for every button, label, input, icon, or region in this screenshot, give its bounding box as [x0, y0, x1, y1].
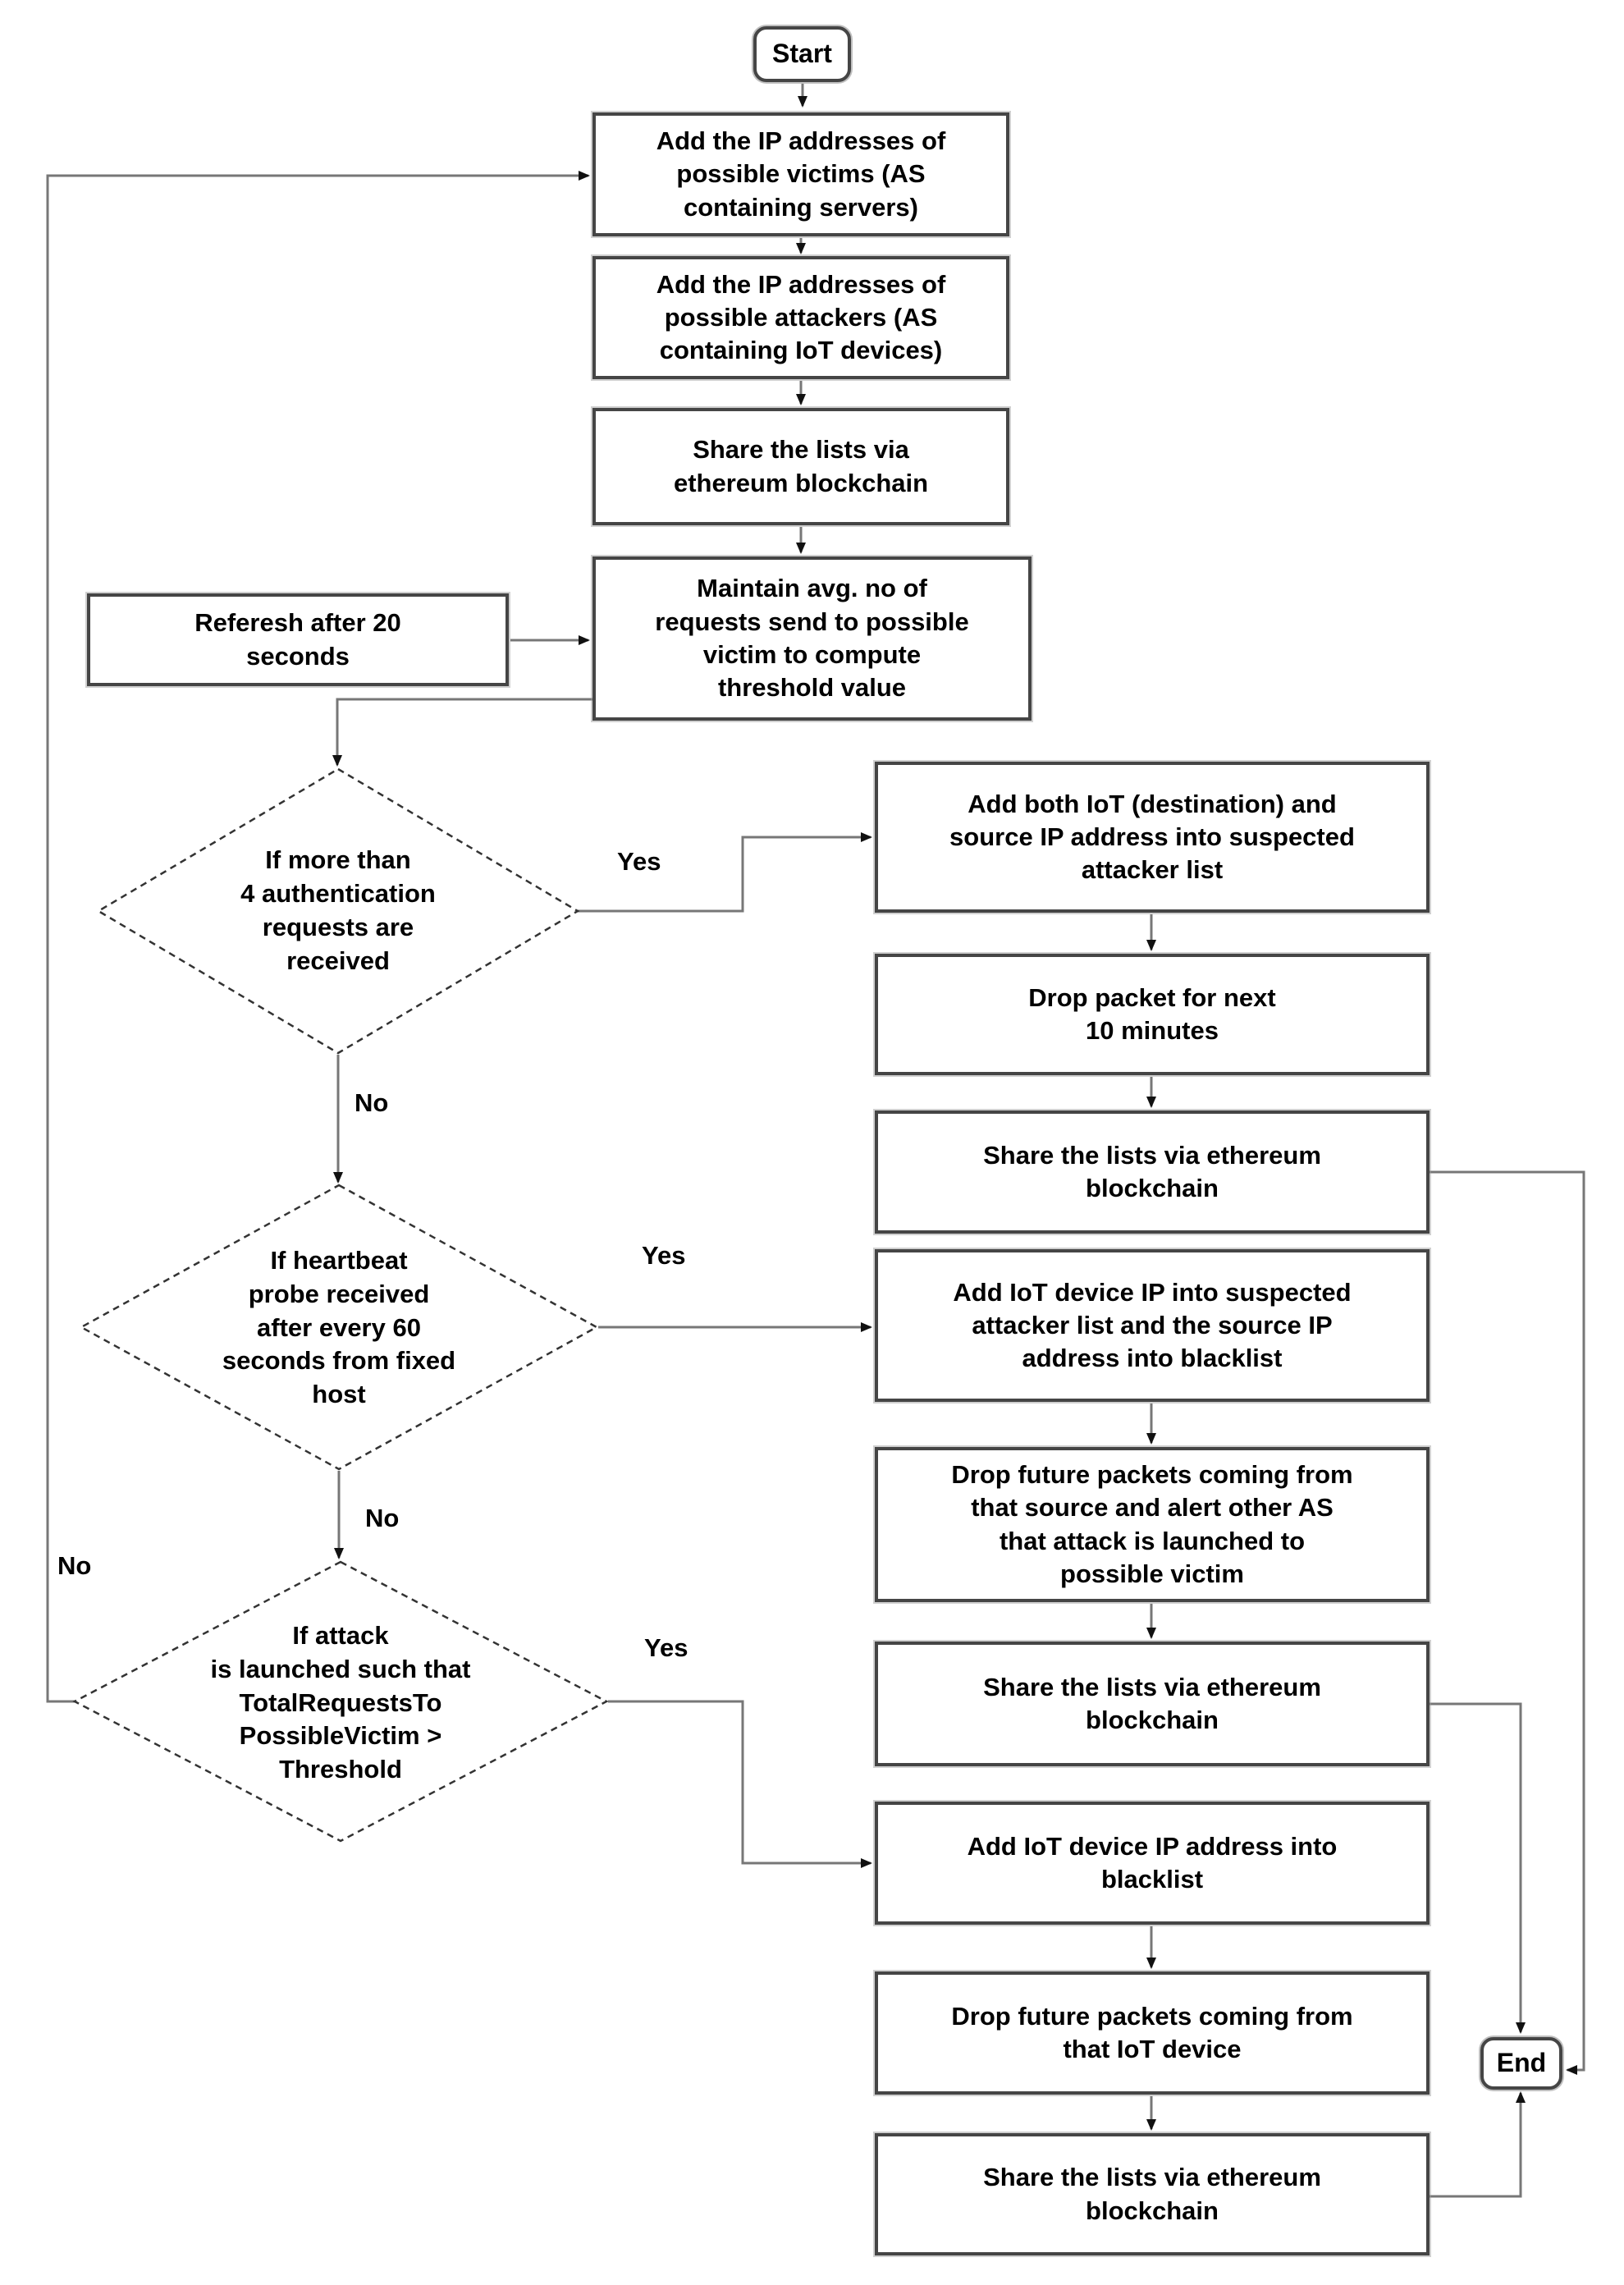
process-add-iot-suspected: Add IoT device IP into suspected attacke…	[875, 1249, 1430, 1402]
edge-label-attack-no: No	[57, 1551, 92, 1580]
process-share-lists-4: Share the lists via ethereum blockchain	[875, 2133, 1430, 2255]
decision-attack-threshold-shape	[72, 1560, 609, 1843]
edge-label-auth-no: No	[355, 1088, 389, 1117]
edge-label-heartbeat-yes: Yes	[642, 1241, 686, 1270]
edge-label-attack-yes: Yes	[644, 1633, 688, 1662]
process-share-lists-1: Share the lists via ethereum blockchain	[592, 408, 1009, 525]
process-drop-future-iot: Drop future packets coming from that IoT…	[875, 1971, 1430, 2095]
process-add-blacklist: Add IoT device IP address into blacklist	[875, 1802, 1430, 1925]
process-share-lists-2: Share the lists via ethereum blockchain	[875, 1110, 1430, 1234]
edge-maintain-to-decision-auth	[332, 698, 592, 767]
edge-decision-auth-yes-to-add-both	[578, 832, 872, 913]
edge-decision-attack-yes-to-blacklist	[608, 1700, 872, 1868]
process-share-lists-3: Share the lists via ethereum blockchain	[875, 1642, 1430, 1766]
process-refresh-20s: Referesh after 20 seconds	[87, 593, 509, 686]
process-add-victims: Add the IP addresses of possible victims…	[592, 112, 1009, 236]
process-maintain-avg: Maintain avg. no of requests send to pos…	[592, 556, 1032, 721]
process-drop-future-alert: Drop future packets coming from that sou…	[875, 1447, 1430, 1602]
edge-share3-to-end	[1430, 1702, 1526, 2034]
edge-decision-attack-no-to-add-victims	[46, 171, 590, 1703]
start-node: Start	[753, 26, 851, 82]
decision-heartbeat-shape	[79, 1184, 599, 1471]
process-drop-packet-10min: Drop packet for next 10 minutes	[875, 954, 1430, 1075]
process-add-both-suspected: Add both IoT (destination) and source IP…	[875, 762, 1430, 913]
end-node: End	[1480, 2037, 1562, 2090]
decision-auth-requests-shape	[96, 767, 580, 1055]
edge-label-heartbeat-no: No	[365, 1504, 400, 1532]
edge-share2-to-end	[1430, 1170, 1585, 2075]
process-add-attackers: Add the IP addresses of possible attacke…	[592, 256, 1009, 379]
edge-share4-to-end	[1430, 2091, 1526, 2198]
edge-label-auth-yes: Yes	[617, 847, 661, 876]
